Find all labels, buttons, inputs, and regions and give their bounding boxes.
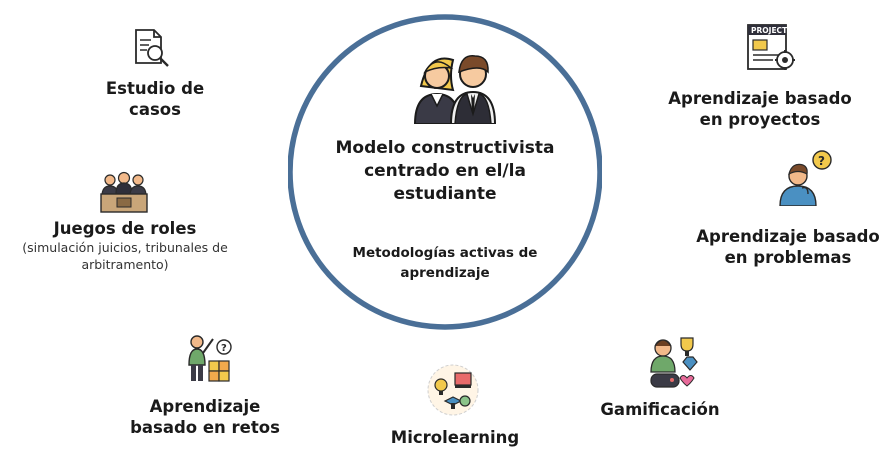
- method-label-line: Gamificación: [600, 400, 720, 419]
- challenge-icon: ?: [185, 333, 233, 383]
- method-label-line: casos: [129, 100, 181, 119]
- microlearning-icon: [425, 363, 481, 417]
- center-title: Modelo constructivista centrado en el/la…: [300, 137, 590, 206]
- center-subtitle-line: aprendizaje: [400, 265, 490, 281]
- center-subtitle: Metodologías activas de aprendizaje: [320, 243, 570, 283]
- method-gamificacion: Gamificación: [580, 399, 740, 420]
- method-label-line: Aprendizaje basado: [668, 89, 852, 108]
- center-title-line: Modelo constructivista: [335, 138, 555, 158]
- question-person-icon: ?: [776, 150, 832, 206]
- center-title-line: estudiante: [393, 184, 497, 204]
- method-aprendizaje-basado-en-problemas: Aprendizaje basado en problemas: [688, 226, 888, 268]
- method-label-line: basado en retos: [130, 418, 280, 437]
- project-icon: PROJECT: [745, 22, 797, 74]
- method-label-line: Juegos de roles: [53, 219, 197, 238]
- method-label-line: en proyectos: [699, 110, 821, 129]
- center-title-line: centrado en el/la: [364, 161, 526, 181]
- method-label-line: en problemas: [724, 248, 852, 267]
- gamification-icon: [645, 334, 701, 390]
- method-label-line: Microlearning: [390, 428, 520, 447]
- method-label-line: Aprendizaje basado: [696, 227, 880, 246]
- method-microlearning: Microlearning: [370, 427, 540, 448]
- project-icon-text: PROJECT: [751, 26, 788, 35]
- center-subtitle-line: Metodologías activas de: [352, 245, 538, 261]
- method-juegos-de-roles: Juegos de roles: [40, 218, 210, 239]
- method-aprendizaje-basado-en-proyectos: Aprendizaje basado en proyectos: [660, 88, 860, 130]
- svg-text:?: ?: [818, 154, 825, 168]
- note-line: arbitramento): [81, 257, 169, 272]
- svg-text:?: ?: [221, 343, 227, 354]
- method-aprendizaje-basado-en-retos: Aprendizaje basado en retos: [115, 396, 295, 438]
- method-label-line: Aprendizaje: [149, 397, 261, 416]
- juegos-de-roles-note: (simulación juicios, tribunales de arbit…: [0, 239, 250, 273]
- method-estudio-de-casos: Estudio de casos: [80, 78, 230, 120]
- document-magnifier-icon: [131, 28, 171, 68]
- tribunal-icon: [99, 170, 149, 214]
- note-line: (simulación juicios, tribunales de: [22, 240, 228, 255]
- method-label-line: Estudio de: [105, 79, 205, 98]
- students-icon: [411, 46, 501, 124]
- central-ring: [288, 14, 602, 330]
